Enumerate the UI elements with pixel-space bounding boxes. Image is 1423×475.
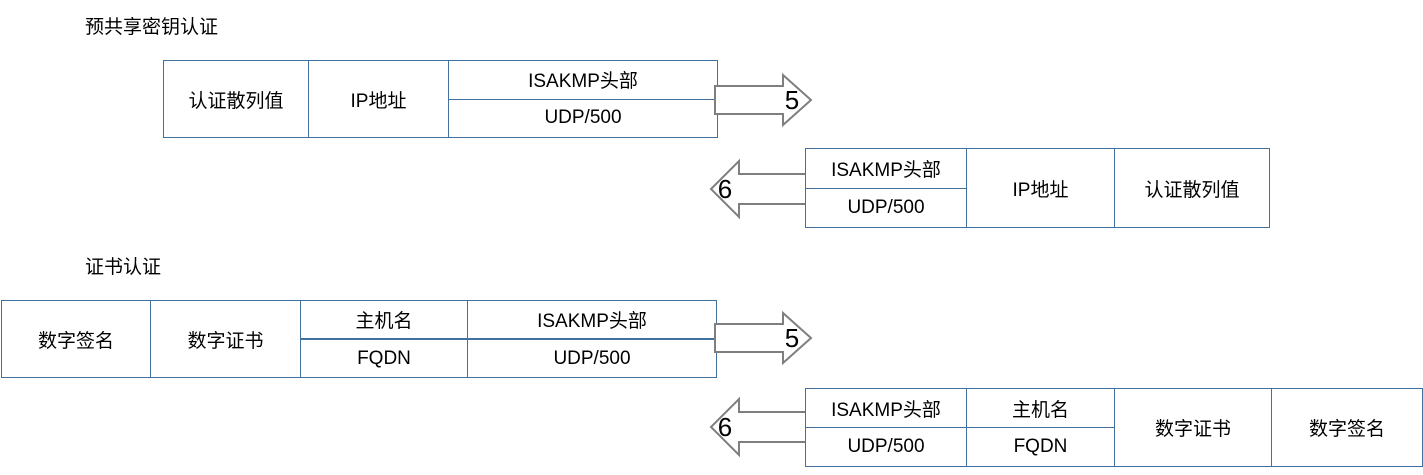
- step-number: 5: [785, 85, 799, 115]
- left-arrow-shape: [709, 396, 807, 458]
- cell-digital-certificate: 数字证书: [150, 301, 300, 377]
- section-title-psk: 预共享密钥认证: [85, 17, 219, 38]
- cert-reply-packet: ISAKMP头部 UDP/500 主机名 FQDN 数字证书 数字签名: [805, 388, 1423, 467]
- cell-digital-certificate: 数字证书: [1114, 389, 1271, 466]
- psk-request-arrow: 5: [714, 72, 813, 128]
- cell-protocol-stack: ISAKMP头部 UDP/500: [806, 149, 966, 227]
- right-arrow-icon: 5: [714, 72, 813, 128]
- cell-isakmp-header: ISAKMP头部: [468, 301, 716, 340]
- right-arrow-shape: [714, 72, 813, 128]
- right-arrow-icon: 5: [714, 310, 813, 366]
- cell-isakmp-header: ISAKMP头部: [806, 149, 966, 189]
- cell-protocol-stack: ISAKMP头部 UDP/500: [448, 61, 717, 137]
- cell-protocol-stack: ISAKMP头部 UDP/500: [467, 301, 716, 377]
- cell-protocol-stack: ISAKMP头部 UDP/500: [806, 389, 966, 466]
- psk-reply-packet: ISAKMP头部 UDP/500 IP地址 认证散列值: [805, 148, 1270, 228]
- step-number: 6: [718, 174, 732, 204]
- cell-identity-stack: 主机名 FQDN: [300, 301, 467, 377]
- cert-reply-arrow: 6: [709, 396, 807, 458]
- cell-fqdn: FQDN: [357, 347, 411, 369]
- cell-udp-port: UDP/500: [847, 436, 925, 457]
- section-title-cert: 证书认证: [85, 257, 162, 278]
- cert-request-packet: 数字签名 数字证书 主机名 FQDN ISAKMP头部 UDP/500: [1, 300, 717, 378]
- cert-request-arrow: 5: [714, 310, 813, 366]
- cell-auth-hash: 认证散列值: [188, 90, 284, 112]
- psk-reply-arrow: 6: [709, 158, 807, 220]
- cell-isakmp-header: ISAKMP头部: [806, 389, 966, 428]
- cell-digital-signature: 数字签名: [1271, 389, 1422, 466]
- left-arrow-icon: 6: [709, 396, 807, 458]
- cell-hostname: 主机名: [301, 301, 467, 340]
- cell-udp-port: UDP/500: [544, 107, 622, 129]
- cell-auth-hash: 认证散列值: [1114, 149, 1269, 227]
- cell-fqdn: FQDN: [1013, 436, 1068, 457]
- cell-udp-port: UDP/500: [553, 347, 631, 369]
- cell-udp-port: UDP/500: [847, 196, 925, 218]
- left-arrow-icon: 6: [709, 158, 807, 220]
- cell-hostname: 主机名: [967, 389, 1114, 428]
- cell-identity-stack: 主机名 FQDN: [966, 389, 1114, 466]
- cell-ip-address: IP地址: [308, 61, 448, 137]
- cell-digital-signature: 数字签名: [37, 330, 114, 352]
- cell-isakmp-header: ISAKMP头部: [449, 61, 717, 100]
- step-number: 5: [785, 323, 799, 353]
- left-arrow-shape: [709, 158, 807, 220]
- psk-request-packet: 认证散列值 IP地址 ISAKMP头部 UDP/500: [163, 60, 718, 138]
- step-number: 6: [718, 412, 732, 442]
- right-arrow-shape: [714, 310, 813, 366]
- cell-ip-address: IP地址: [966, 149, 1114, 227]
